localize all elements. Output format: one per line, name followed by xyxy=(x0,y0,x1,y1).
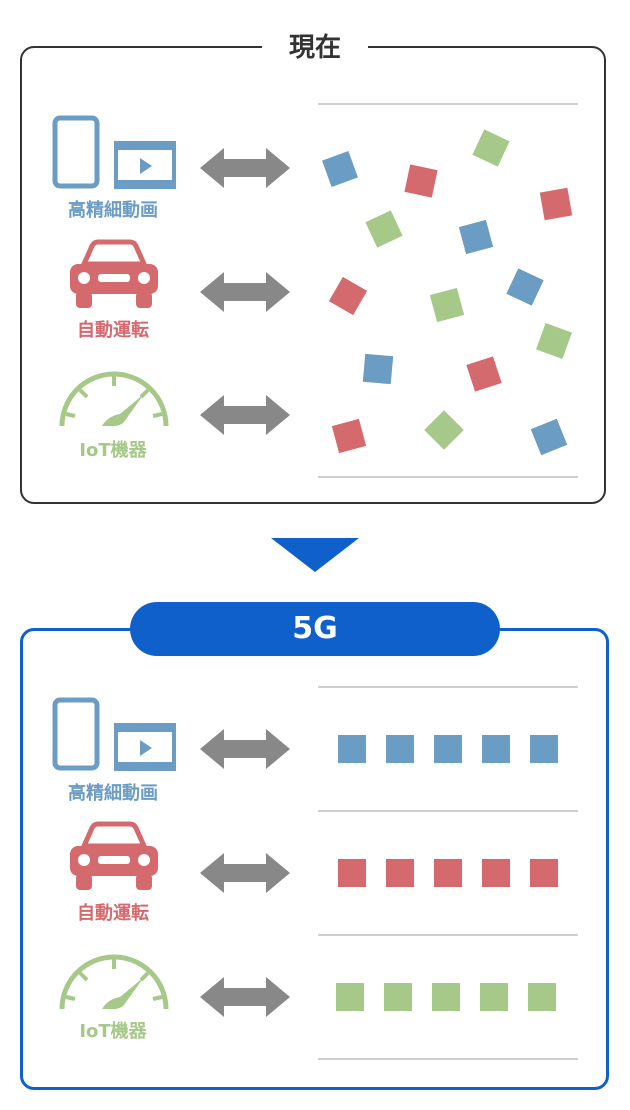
phone-and-video-icon xyxy=(52,115,176,189)
lane-line xyxy=(318,686,578,688)
car-icon xyxy=(70,239,158,308)
phone-and-video-icon xyxy=(52,697,176,771)
data-block xyxy=(384,983,412,1011)
data-block xyxy=(482,859,510,887)
data-block xyxy=(530,859,558,887)
meter-gauge-icon xyxy=(59,371,169,427)
data-block xyxy=(338,859,366,887)
car-icon xyxy=(70,821,158,890)
double-arrow-icon xyxy=(200,148,290,188)
data-block xyxy=(386,859,414,887)
row-label-iot: IoT機器 xyxy=(79,1021,147,1042)
data-block xyxy=(336,983,364,1011)
channel-bottom-line xyxy=(318,476,578,478)
data-block xyxy=(434,859,462,887)
data-block xyxy=(386,735,414,763)
down-arrow-icon xyxy=(271,538,359,572)
row-label-video: 高精細動画 xyxy=(68,200,158,221)
data-block xyxy=(480,983,508,1011)
scattered-data-blocks xyxy=(322,129,573,456)
data-block xyxy=(528,983,556,1011)
lane-line xyxy=(318,934,578,936)
row-label-iot: IoT機器 xyxy=(79,440,147,461)
double-arrow-icon xyxy=(200,395,290,435)
double-arrow-icon xyxy=(200,977,290,1017)
row-label-car: 自動運転 xyxy=(77,903,149,924)
double-arrow-icon xyxy=(200,853,290,893)
double-arrow-icon xyxy=(200,729,290,769)
lane-line xyxy=(318,810,578,812)
fiveg-title: 5G xyxy=(130,602,500,656)
data-block xyxy=(432,983,460,1011)
data-block xyxy=(338,735,366,763)
row-label-video: 高精細動画 xyxy=(68,783,158,804)
channel-top-line xyxy=(318,103,578,105)
data-block xyxy=(530,735,558,763)
data-block xyxy=(434,735,462,763)
lane-line xyxy=(318,1058,578,1060)
double-arrow-icon xyxy=(200,272,290,312)
meter-gauge-icon xyxy=(59,954,169,1010)
data-block xyxy=(482,735,510,763)
row-label-car: 自動運転 xyxy=(77,320,149,341)
current-title: 現在 xyxy=(262,28,368,68)
